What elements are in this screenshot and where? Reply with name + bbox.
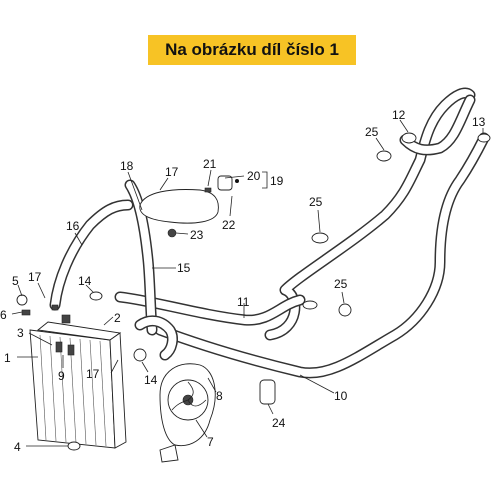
callout-4: 4: [14, 440, 21, 454]
callout-25-middle: 25: [309, 195, 323, 209]
callout-3: 3: [17, 326, 24, 340]
callout-9: 9: [58, 369, 65, 383]
callout-22: 22: [222, 218, 236, 232]
callout-17-tank: 17: [165, 165, 179, 179]
callout-23: 23: [190, 228, 204, 242]
callout-14-upper: 14: [78, 274, 92, 288]
callout-19: 19: [270, 174, 284, 188]
callout-7: 7: [207, 435, 214, 449]
callout-17-bottom: 17: [86, 367, 100, 381]
callout-25-lower: 25: [334, 277, 348, 291]
callout-12: 12: [392, 108, 406, 122]
callout-20: 20: [247, 169, 261, 183]
cooling-fan: [159, 363, 216, 463]
radiator: [29, 314, 127, 449]
callout-10: 10: [334, 389, 348, 403]
callout-6: 6: [0, 308, 7, 322]
callout-17-left: 17: [28, 270, 42, 284]
leader-lines: [11, 119, 484, 447]
callout-2: 2: [114, 311, 121, 325]
callout-16: 16: [66, 219, 80, 233]
callout-5: 5: [12, 274, 19, 288]
part-number-banner: Na obrázku díl číslo 1: [148, 35, 356, 65]
callout-1: 1: [4, 351, 11, 365]
callout-14-lower: 14: [144, 373, 158, 387]
callout-24: 24: [272, 416, 286, 430]
hose-network: [49, 87, 490, 379]
callout-15: 15: [177, 261, 191, 275]
callout-18: 18: [120, 159, 134, 173]
banner-text: Na obrázku díl číslo 1: [165, 40, 339, 59]
callout-8: 8: [216, 389, 223, 403]
callout-11: 11: [237, 295, 250, 309]
callout-21: 21: [203, 157, 217, 171]
callout-25-top: 25: [365, 125, 379, 139]
callout-13: 13: [472, 115, 486, 129]
hose-clamps: [16, 132, 491, 451]
callout-numbers: 1 2 3 4 5 6 7 8 9 10 11 12 13 14 14 15 1…: [0, 108, 486, 454]
expansion-tank: [139, 175, 233, 238]
